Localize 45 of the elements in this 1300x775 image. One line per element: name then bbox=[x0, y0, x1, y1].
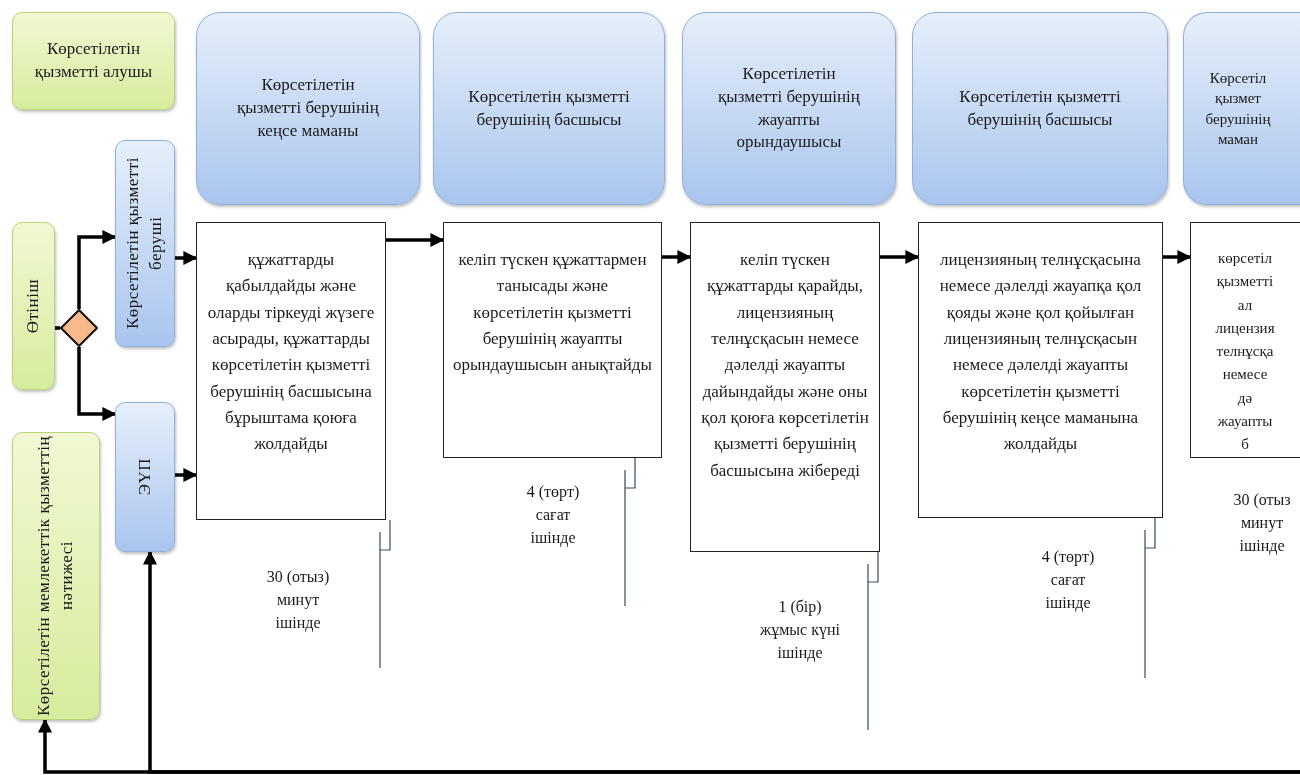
process-box bbox=[443, 222, 662, 458]
node-text: лицензияның телнұсқасына немесе дәлелді жауапқа қол қояды және қол қойылған лицензияның телнұсқасын немесе дәлелді жауапты көрсетілетін қызметті берушінің кеңсе маманына жолдайды bbox=[938, 249, 1143, 456]
node-text: Көрсетілетін мемлекеттік қызметтің нәтижесі bbox=[33, 435, 77, 718]
role-box bbox=[12, 12, 175, 110]
connector-arrow bbox=[77, 347, 117, 421]
connector-arrow bbox=[386, 233, 445, 247]
header-box bbox=[912, 12, 1168, 205]
node-text: келіп түскен құжаттарды қарайды, лицензияның телнұсқасын немесе дәлелді жауапты дайындайды және оны қол қоюға көрсетілетін қызметті берушінің басшысына жібереді bbox=[700, 249, 870, 482]
role-box bbox=[12, 432, 100, 720]
connector-arrow bbox=[1163, 250, 1192, 264]
duration-label: 1 (бір) жұмыс күні ішінде bbox=[760, 597, 840, 664]
node-text: Көрсетілетін қызметті берушінің кеңсе маманы bbox=[236, 74, 380, 142]
node-text: Көрсетілетін қызметті беруші bbox=[122, 156, 166, 332]
connector-arrow bbox=[143, 550, 1300, 774]
header-box bbox=[1183, 12, 1300, 205]
process-box bbox=[1190, 222, 1300, 458]
connector-arrow bbox=[880, 250, 920, 264]
duration-label: 30 (отыз) минут ішінде bbox=[265, 567, 331, 634]
duration-label: 30 (отыз минут ішінде bbox=[1232, 490, 1292, 557]
diamond-symbol bbox=[60, 309, 98, 347]
node-text: көрсетіл қызметті ал лицензия телнұсқа немесе дә жауапты б bbox=[1214, 249, 1276, 454]
node-text: Өтініш bbox=[22, 278, 44, 334]
process-box bbox=[918, 222, 1163, 518]
node-text: Көрсетілетін қызметті алушы bbox=[33, 38, 154, 83]
node-text: құжаттарды қабылдайды және оларды тіркеуді жүзеге асырады, құжаттарды көрсетілетін қызметті берушінің басшысына бұрыштама қоюға жолдайды bbox=[206, 249, 376, 456]
node-text: ЭҮП bbox=[133, 458, 155, 496]
connector-arrow bbox=[175, 251, 198, 265]
node-text: Көрсетілетін қызметті берушінің басшысы bbox=[958, 85, 1122, 131]
connector-arrow bbox=[662, 250, 692, 264]
role-box bbox=[12, 222, 55, 390]
node-text: Көрсетілетін қызметті берушінің жауапты орындаушысы bbox=[717, 62, 861, 154]
connector-arrow bbox=[77, 230, 117, 309]
duration-label: 4 (төрт) сағат ішінде bbox=[525, 482, 581, 549]
node-text: Көрсетілетін қызметті берушінің басшысы bbox=[467, 85, 631, 131]
duration-label: 4 (төрт) сағат ішінде bbox=[1040, 547, 1096, 614]
lane-box bbox=[115, 402, 175, 552]
header-box bbox=[196, 12, 420, 205]
process-box bbox=[690, 222, 880, 552]
node-text: Көрсетіл қызмет берушінің маман bbox=[1204, 69, 1272, 149]
lane-box bbox=[115, 140, 175, 347]
process-box bbox=[196, 222, 386, 520]
connector-arrow bbox=[175, 468, 198, 482]
node-text: келіп түскен құжаттармен танысады және көрсетілетін қызметті берушінің жауапты орындаушысын анықтайды bbox=[452, 249, 653, 377]
header-box bbox=[682, 12, 896, 205]
header-box bbox=[433, 12, 665, 205]
